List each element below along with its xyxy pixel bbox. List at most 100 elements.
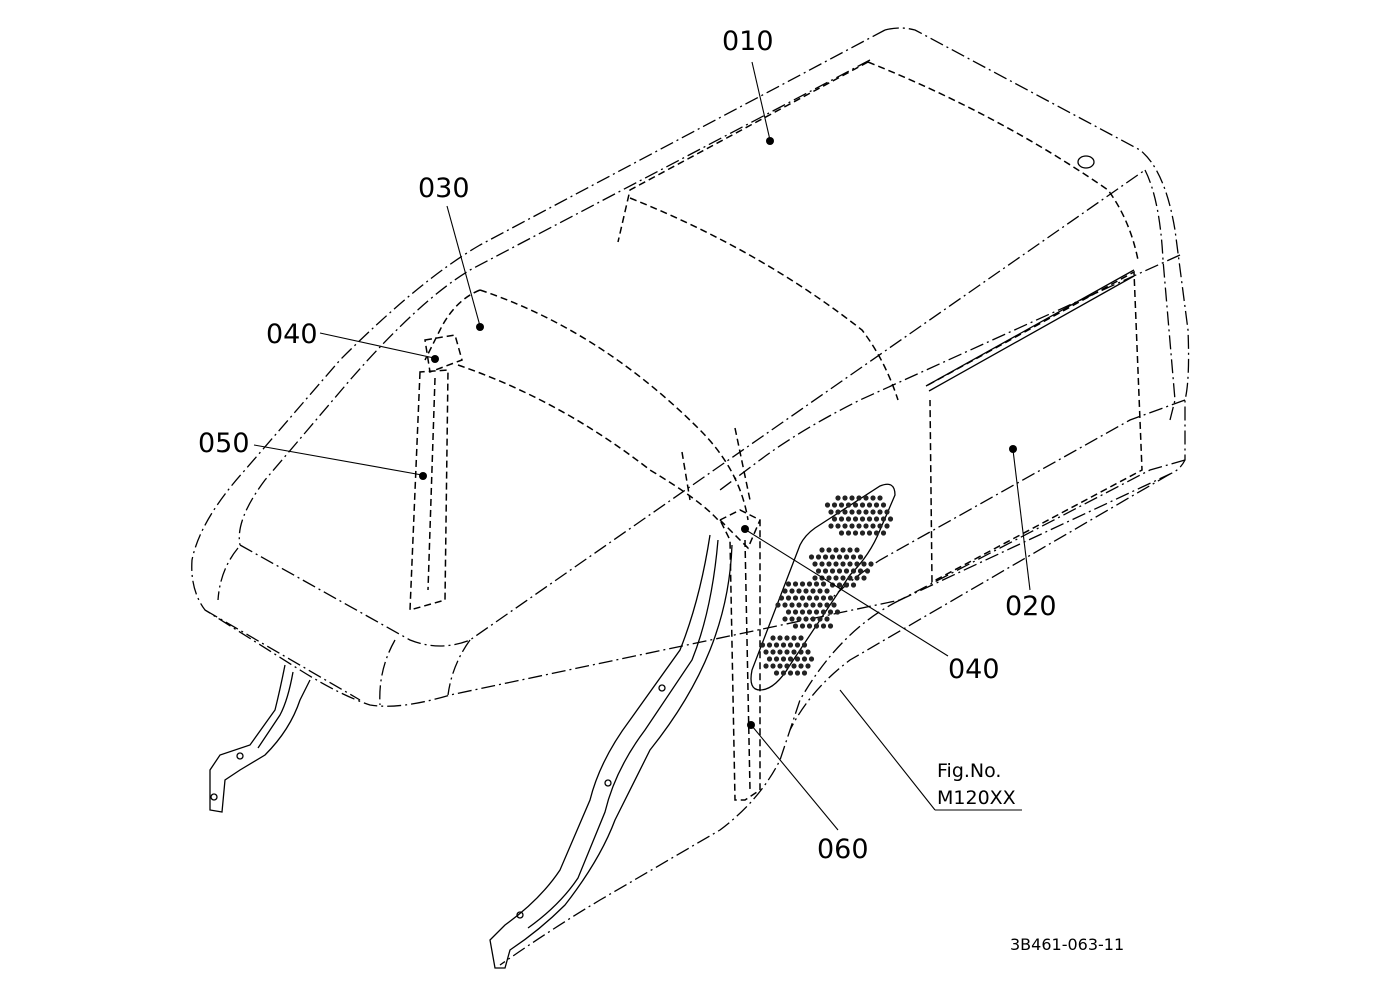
grille-hole (863, 509, 869, 515)
part-020-outline (925, 269, 1143, 584)
grille-hole (799, 595, 806, 601)
grille-hole (787, 656, 794, 662)
grille-hole (843, 554, 850, 560)
grille-hole (884, 509, 890, 515)
grille-hole (803, 602, 809, 608)
grille-hole (796, 588, 802, 594)
grille-hole (813, 609, 820, 615)
leader-040-right (741, 525, 949, 657)
grille-hole (877, 523, 883, 529)
grille-hole (880, 516, 887, 522)
grille-hole (780, 670, 787, 676)
grille-hole (857, 554, 864, 560)
grille-hole (820, 609, 827, 615)
callout-050: 050 (198, 428, 250, 459)
grille-hole (792, 623, 799, 629)
grille-hole (859, 502, 866, 508)
grille-hole (801, 642, 808, 648)
grille-hole (784, 649, 790, 655)
grille-hole (866, 502, 873, 508)
grille-hole (787, 642, 794, 648)
grille-hole (863, 495, 869, 501)
grille-hole (838, 530, 845, 536)
grille-hole (763, 649, 769, 655)
grille-hole (847, 547, 853, 553)
grille-hole (887, 516, 894, 522)
grille-hole (835, 509, 841, 515)
grille-hole (810, 588, 816, 594)
grille-hole (850, 568, 857, 574)
grille-hole (826, 547, 832, 553)
grille-hole (766, 656, 773, 662)
grille-hole (827, 623, 834, 629)
grille-hole (784, 635, 790, 641)
grille-hole (828, 523, 834, 529)
grille-hole (845, 530, 852, 536)
grille-hole (808, 554, 815, 560)
grille-hole (856, 523, 862, 529)
grille-hole (799, 581, 806, 587)
grille-hole (775, 602, 781, 608)
grille-hole (843, 568, 850, 574)
part-030-outline (424, 289, 751, 521)
grille-hole (808, 656, 815, 662)
grille-hole (824, 602, 830, 608)
grille-hole (810, 616, 816, 622)
grille-hole (852, 516, 859, 522)
callout-060: 060 (817, 834, 869, 865)
grille-hole (840, 575, 846, 581)
grille-hole (770, 649, 776, 655)
grille-hole (849, 509, 855, 515)
grille-hole (842, 523, 848, 529)
grille-hole (828, 509, 834, 515)
grille-hole (777, 663, 783, 669)
grille-hole (870, 509, 876, 515)
grille-hole (785, 595, 792, 601)
grille-hole (773, 642, 780, 648)
grille-hole (780, 656, 787, 662)
grille-hole (880, 502, 887, 508)
grille-hole (785, 581, 792, 587)
grille-hole (854, 575, 860, 581)
grille-hole (789, 616, 795, 622)
grille-hole (819, 561, 825, 567)
leader-060 (747, 721, 839, 831)
part-050-pillar (409, 334, 463, 612)
grille-hole (842, 509, 848, 515)
grille-hole (856, 509, 862, 515)
grille-hole (787, 670, 794, 676)
grille-hole (810, 602, 816, 608)
grille-hole (791, 635, 797, 641)
grille-hole (838, 516, 845, 522)
grille-hole (773, 656, 780, 662)
callout-040-right: 040 (948, 654, 1000, 685)
grille-hole (791, 663, 797, 669)
callout-020: 020 (1005, 591, 1057, 622)
grille-hole (861, 575, 867, 581)
grille-hole (792, 609, 799, 615)
grille-hole (817, 602, 823, 608)
grille-hole (836, 582, 843, 588)
grille-hole (791, 649, 797, 655)
grille-hole (813, 581, 820, 587)
grille-hole (813, 595, 820, 601)
roof-shell (191, 27, 1190, 966)
grille-hole (849, 495, 855, 501)
figure-label: Fig.No. (937, 760, 1001, 782)
leader-020 (1009, 445, 1031, 591)
leader-030 (446, 205, 484, 331)
grille-hole (794, 670, 801, 676)
grille-hole (852, 502, 859, 508)
grille-hole (799, 623, 806, 629)
grille-hole (784, 663, 790, 669)
leader-050 (253, 444, 427, 480)
grille-hole (847, 561, 853, 567)
grille-hole (824, 502, 831, 508)
grille-hole (836, 568, 843, 574)
grille-hole (854, 547, 860, 553)
grille-hole (840, 547, 846, 553)
grille-hole (880, 530, 887, 536)
grille-hole (822, 554, 829, 560)
grille-hole (798, 635, 804, 641)
grille-hole (831, 502, 838, 508)
